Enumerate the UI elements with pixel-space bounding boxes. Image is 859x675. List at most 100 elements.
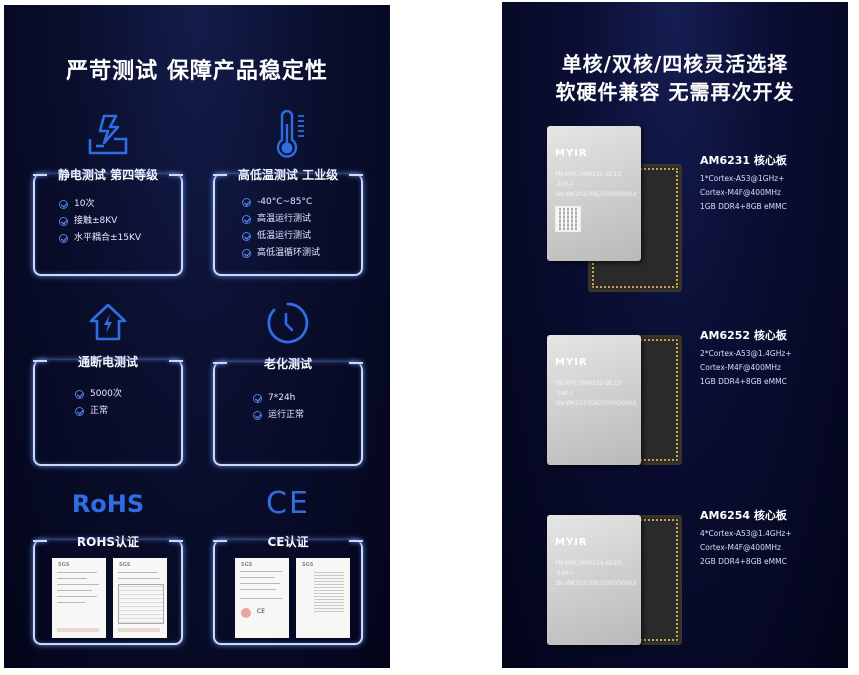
card-title: ROHS认证 bbox=[76, 535, 140, 549]
spec-line: Cortex-M4F@400MHz bbox=[700, 188, 781, 197]
frame-corner bbox=[33, 174, 47, 176]
check-icon bbox=[242, 198, 251, 207]
modules-panel: 单核/双核/四核灵活选择 软硬件兼容 无需再次开发 MYIR PN:MYC-YM… bbox=[502, 2, 848, 668]
frame-corner bbox=[169, 174, 183, 176]
check-icon bbox=[242, 232, 251, 241]
spec-line: 4*Cortex-A53@1.4GHz+ bbox=[700, 529, 792, 538]
spec-line: 2*Cortex-A53@1.4GHz+ bbox=[700, 349, 792, 358]
spec-line: 2GB DDR4+8GB eMMC bbox=[700, 557, 787, 566]
power-house-icon bbox=[89, 303, 127, 341]
module-spec: AM6231 核心板 1*Cortex-A53@1GHz+ Cortex-M4F… bbox=[700, 152, 787, 214]
card-frame bbox=[213, 362, 363, 466]
card-temperature-test: 高低温测试 工业级 -40°C~85°C 高温运行测试 低温运行测试 高低温循环… bbox=[213, 108, 363, 276]
sgs-label: SGS bbox=[58, 562, 70, 568]
list-item-text: 水平耦合±15KV bbox=[74, 233, 142, 243]
chip-logo: MYIR bbox=[555, 148, 588, 159]
frame-corner bbox=[349, 174, 363, 176]
card-title: CE认证 bbox=[267, 535, 309, 549]
check-icon bbox=[242, 249, 251, 258]
module-am6254: MYIR PN:MYC-YM6254-8E2D -140-I SN:WK2023… bbox=[502, 477, 848, 667]
frame-corner bbox=[33, 540, 47, 542]
frame-corner bbox=[349, 540, 363, 542]
chip-part-number: PN:MYC-YM6254-8E2D bbox=[555, 560, 622, 567]
list-item-text: 低温运行测试 bbox=[257, 231, 312, 241]
module-spec: AM6252 核心板 2*Cortex-A53@1.4GHz+ Cortex-M… bbox=[700, 327, 792, 389]
card-list: -40°C~85°C 高温运行测试 低温运行测试 高低温循环测试 bbox=[242, 194, 320, 262]
list-item-text: 运行正常 bbox=[268, 410, 305, 420]
spec-line: Cortex-M4F@400MHz bbox=[700, 543, 781, 552]
list-item: 接触±8KV bbox=[59, 213, 141, 230]
ce-certificate-page-1[interactable]: SGS CE bbox=[235, 558, 289, 638]
card-title: 静电测试 第四等级 bbox=[57, 168, 159, 182]
sgs-label: SGS bbox=[119, 562, 131, 568]
list-item: 运行正常 bbox=[253, 407, 304, 424]
list-item: 高温运行测试 bbox=[242, 211, 320, 228]
list-item-text: 10次 bbox=[74, 199, 95, 209]
frame-corner bbox=[213, 174, 227, 176]
list-item: 5000次 bbox=[75, 386, 122, 403]
chip-part-suffix: -140-I bbox=[555, 390, 573, 397]
chip-logo: MYIR bbox=[555, 357, 588, 368]
module-am6252: MYIR PN:MYC-YM6252-8E1D -140-I SN:WK2023… bbox=[502, 297, 848, 472]
list-item: 7*24h bbox=[253, 390, 304, 407]
card-esd-test: 静电测试 第四等级 10次 接触±8KV 水平耦合±15KV bbox=[33, 108, 183, 276]
card-power-cycle-test: 通断电测试 5000次 正常 bbox=[33, 298, 183, 466]
list-item: 高低温循环测试 bbox=[242, 245, 320, 262]
frame-corner bbox=[213, 540, 227, 542]
list-item-text: 正常 bbox=[90, 406, 109, 416]
card-ce-certification: CE CE认证 SGS CE SGS bbox=[213, 486, 363, 645]
list-item-text: 高低温循环测试 bbox=[257, 248, 321, 258]
list-item-text: -40°C~85°C bbox=[257, 197, 313, 207]
qr-code bbox=[555, 206, 581, 232]
module-spec: AM6254 核心板 4*Cortex-A53@1.4GHz+ Cortex-M… bbox=[700, 507, 792, 569]
chip-shield-image: MYIR PN:MYC-YM6231-8E1D -100-I SN:WK2023… bbox=[547, 126, 641, 261]
chip-logo: MYIR bbox=[555, 537, 588, 548]
spec-line: Cortex-M4F@400MHz bbox=[700, 363, 781, 372]
check-icon bbox=[253, 394, 262, 403]
module-name: AM6254 核心板 bbox=[700, 509, 787, 522]
rohs-certificate-page-2[interactable]: SGS bbox=[113, 558, 167, 638]
check-icon bbox=[75, 407, 84, 416]
list-item: 低温运行测试 bbox=[242, 228, 320, 245]
check-icon bbox=[59, 200, 68, 209]
thermometer-icon bbox=[276, 110, 304, 158]
card-list: 5000次 正常 bbox=[75, 386, 122, 420]
ce-certificate-page-2[interactable]: SGS bbox=[296, 558, 350, 638]
chip-shield-image: MYIR PN:MYC-YM6252-8E1D -140-I SN:WK2023… bbox=[547, 335, 641, 465]
spec-line: 1*Cortex-A53@1GHz+ bbox=[700, 174, 785, 183]
spec-line: 1GB DDR4+8GB eMMC bbox=[700, 202, 787, 211]
card-frame bbox=[33, 174, 183, 276]
module-am6231: MYIR PN:MYC-YM6231-8E1D -100-I SN:WK2023… bbox=[502, 120, 848, 295]
chip-shield-image: MYIR PN:MYC-YM6254-8E2D -140-I SN:WK2023… bbox=[547, 515, 641, 645]
test-panel: 严苛测试 保障产品稳定性 静电测试 第四等级 10次 接触±8KV 水平耦合±1… bbox=[4, 5, 390, 668]
sgs-label: SGS bbox=[241, 562, 253, 568]
check-icon bbox=[253, 411, 262, 420]
chip-serial-number: SN:WK2023062500030002 bbox=[555, 191, 637, 198]
list-item: 10次 bbox=[59, 196, 141, 213]
list-item-text: 接触±8KV bbox=[74, 216, 118, 226]
card-frame bbox=[213, 540, 363, 645]
module-name: AM6231 核心板 bbox=[700, 154, 787, 167]
modules-title-line2: 软硬件兼容 无需再次开发 bbox=[555, 80, 795, 104]
list-item-text: 7*24h bbox=[268, 393, 296, 403]
frame-corner bbox=[169, 540, 183, 542]
static-discharge-icon bbox=[88, 114, 128, 155]
card-frame bbox=[213, 174, 363, 276]
module-name: AM6252 核心板 bbox=[700, 329, 787, 342]
modules-title-line1: 单核/双核/四核灵活选择 bbox=[561, 52, 789, 76]
chip-part-suffix: -100-I bbox=[555, 181, 573, 188]
card-title: 通断电测试 bbox=[77, 355, 138, 369]
rohs-logo: RoHS bbox=[71, 490, 145, 518]
card-title: 老化测试 bbox=[263, 357, 312, 371]
rohs-certificate-page-1[interactable]: SGS bbox=[52, 558, 106, 638]
card-frame bbox=[33, 540, 183, 645]
card-list: 10次 接触±8KV 水平耦合±15KV bbox=[59, 196, 141, 247]
card-frame bbox=[33, 360, 183, 466]
card-aging-test: 老化测试 7*24h 运行正常 bbox=[213, 298, 363, 466]
check-icon bbox=[75, 390, 84, 399]
chip-serial-number: SN:WK2023062500030002 bbox=[555, 400, 637, 407]
chip-serial-number: SN:WK2023062500030002 bbox=[555, 580, 637, 587]
frame-corner bbox=[169, 360, 183, 362]
check-icon bbox=[242, 215, 251, 224]
chip-part-number: PN:MYC-YM6252-8E1D bbox=[555, 380, 622, 387]
